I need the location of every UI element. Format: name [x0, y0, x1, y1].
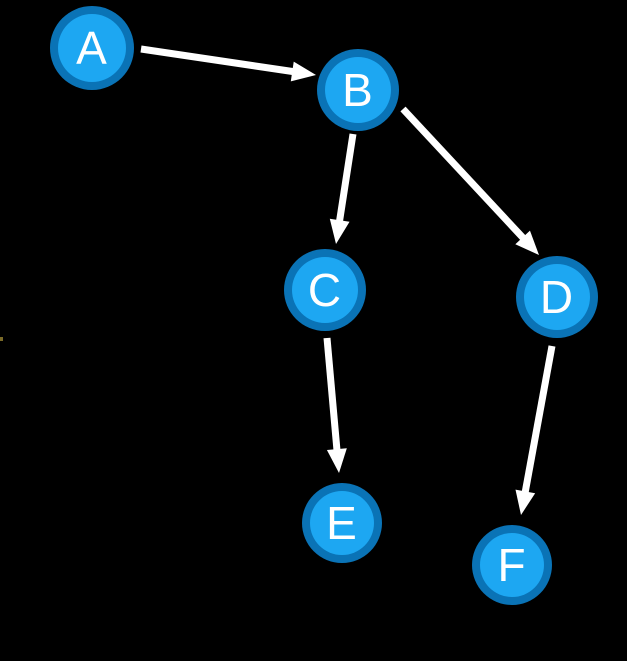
arrowhead-icon: [290, 61, 316, 82]
node-B[interactable]: B: [317, 49, 399, 131]
node-C[interactable]: C: [284, 249, 366, 331]
arrowhead-icon: [329, 218, 350, 244]
edge-B-D: [400, 106, 539, 255]
node-F[interactable]: F: [472, 525, 552, 605]
screen-artifact-yellow-speck: [0, 337, 3, 341]
edge-line-B-C: [335, 133, 357, 223]
edge-C-E: [323, 337, 347, 473]
edge-line-D-F: [521, 345, 556, 494]
node-fill-D: [524, 264, 590, 330]
edge-line-A-B: [140, 45, 295, 76]
edge-B-C: [329, 133, 357, 244]
node-E[interactable]: E: [302, 483, 382, 563]
arrowhead-icon: [515, 489, 536, 515]
node-D[interactable]: D: [516, 256, 598, 338]
edge-A-B: [140, 45, 316, 82]
arrowhead-icon: [515, 230, 539, 255]
node-fill-B: [325, 57, 391, 123]
node-fill-C: [292, 257, 358, 323]
node-A[interactable]: A: [50, 6, 134, 90]
node-fill-E: [310, 491, 374, 555]
arrowhead-icon: [326, 448, 347, 473]
edge-D-F: [515, 345, 556, 515]
edge-line-C-E: [323, 337, 341, 452]
edge-line-B-D: [400, 106, 527, 242]
node-fill-A: [58, 14, 126, 82]
node-fill-F: [480, 533, 544, 597]
